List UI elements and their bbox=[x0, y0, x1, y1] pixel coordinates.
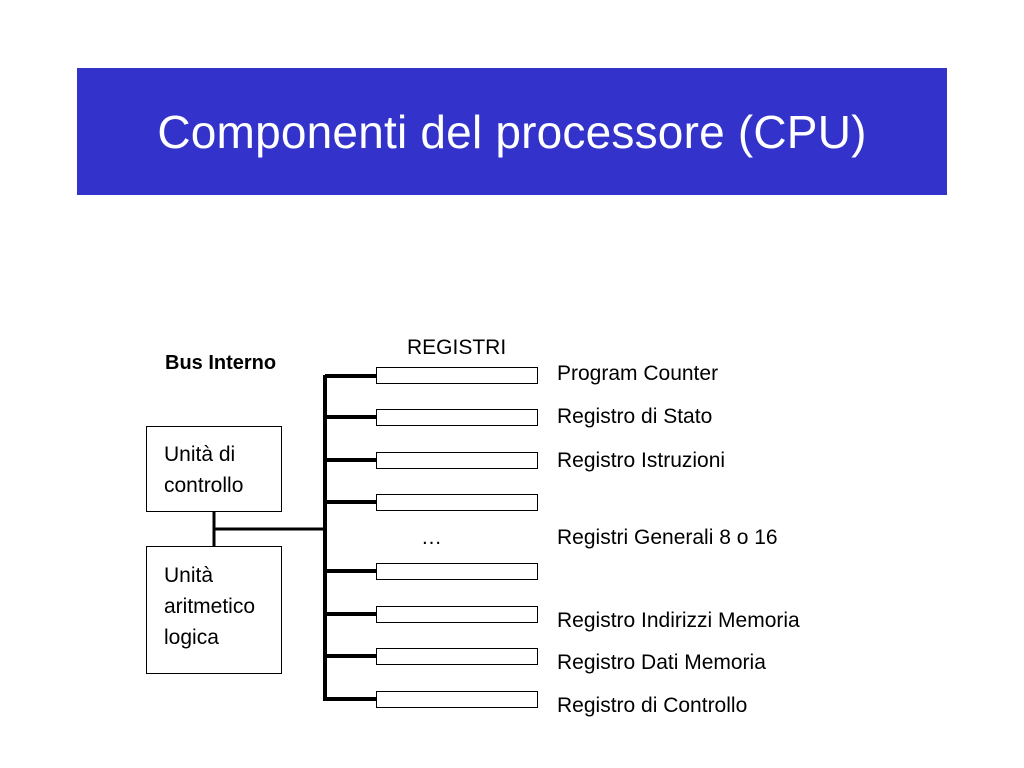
register-label: Registro Dati Memoria bbox=[557, 651, 766, 674]
register-box bbox=[376, 648, 538, 665]
title-banner: Componenti del processore (CPU) bbox=[77, 68, 947, 195]
register-label: Registro Indirizzi Memoria bbox=[557, 609, 800, 632]
ellipsis-label: … bbox=[421, 526, 442, 549]
register-box bbox=[376, 367, 538, 384]
register-box bbox=[376, 494, 538, 511]
bus-label: Bus Interno bbox=[165, 352, 277, 374]
register-box bbox=[376, 606, 538, 623]
register-label: Program Counter bbox=[557, 362, 719, 385]
register-box bbox=[376, 691, 538, 708]
register-label: Registro Istruzioni bbox=[557, 449, 726, 472]
register-label: Registro di Stato bbox=[557, 405, 713, 428]
control-unit-label: Unità di controllo bbox=[164, 443, 244, 497]
register-label: Registro di Controllo bbox=[557, 694, 748, 717]
alu-label: Unità aritmetico logica bbox=[164, 564, 256, 649]
register-label: Registri Generali 8 o 16 bbox=[557, 526, 778, 549]
register-box bbox=[376, 452, 538, 469]
slide-title: Componenti del processore (CPU) bbox=[157, 105, 867, 158]
register-box bbox=[376, 563, 538, 580]
control-unit-box: Unità di controllo bbox=[146, 426, 282, 512]
registers-header: REGISTRI bbox=[407, 336, 507, 359]
alu-box: Unità aritmetico logica bbox=[146, 546, 282, 674]
register-box bbox=[376, 409, 538, 426]
